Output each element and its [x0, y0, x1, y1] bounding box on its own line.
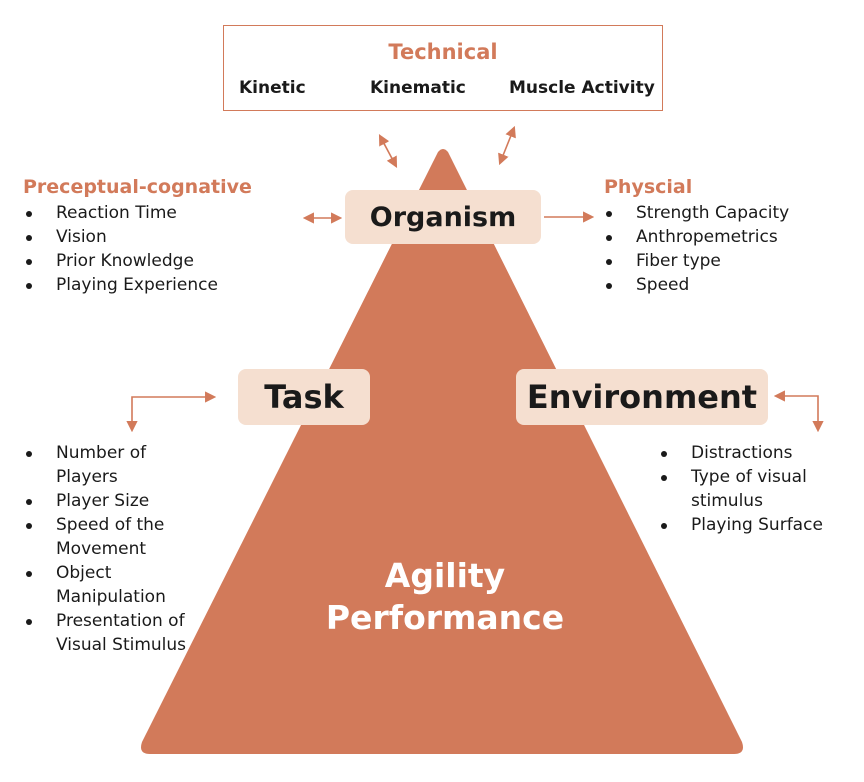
agility-line-2: Performance	[325, 598, 565, 637]
list-item: Type of visual stimulus	[655, 465, 860, 513]
task-box: Task	[238, 369, 370, 425]
list-item: Player Size	[20, 489, 198, 513]
agility-line-1: Agility	[384, 556, 506, 595]
list-item: Prior Knowledge	[20, 249, 218, 273]
list-item: Playing Experience	[20, 273, 218, 297]
technical-item-kinematic: Kinematic	[370, 78, 466, 98]
environment-list: Distractions Type of visual stimulus Pla…	[655, 441, 860, 537]
arrow-technical-right	[498, 125, 516, 166]
technical-box: Technical Kinetic Kinematic Muscle Activ…	[223, 25, 663, 111]
perceptual-list: Reaction Time Vision Prior Knowledge Pla…	[20, 201, 218, 297]
list-item: Distractions	[655, 441, 860, 465]
list-item: Playing Surface	[655, 513, 860, 537]
task-list: Number of Players Player Size Speed of t…	[20, 441, 198, 657]
technical-item-muscle-activity: Muscle Activity	[509, 78, 655, 98]
list-item: Presentation of Visual Stimulus	[20, 609, 198, 657]
list-item: Speed of the Movement	[20, 513, 198, 561]
list-item: Fiber type	[600, 249, 789, 273]
environment-box: Environment	[516, 369, 768, 425]
arrow-environment	[773, 390, 824, 433]
perceptual-heading: Preceptual-cognative	[23, 176, 252, 198]
technical-item-kinetic: Kinetic	[239, 78, 306, 98]
technical-title: Technical	[388, 40, 498, 64]
physical-heading: Physcial	[604, 176, 693, 198]
agility-performance-label: Agility Performance	[300, 555, 590, 639]
arrow-technical-left	[378, 134, 398, 168]
arrow-task	[126, 391, 217, 433]
list-item: Strength Capacity	[600, 201, 789, 225]
list-item: Speed	[600, 273, 789, 297]
list-item: Anthropemetrics	[600, 225, 789, 249]
list-item: Vision	[20, 225, 218, 249]
list-item: Number of Players	[20, 441, 198, 489]
list-item: Object Manipulation	[20, 561, 198, 609]
physical-list: Strength Capacity Anthropemetrics Fiber …	[600, 201, 789, 297]
list-item: Reaction Time	[20, 201, 218, 225]
organism-box: Organism	[345, 190, 541, 244]
pyramid-triangle	[141, 149, 743, 754]
